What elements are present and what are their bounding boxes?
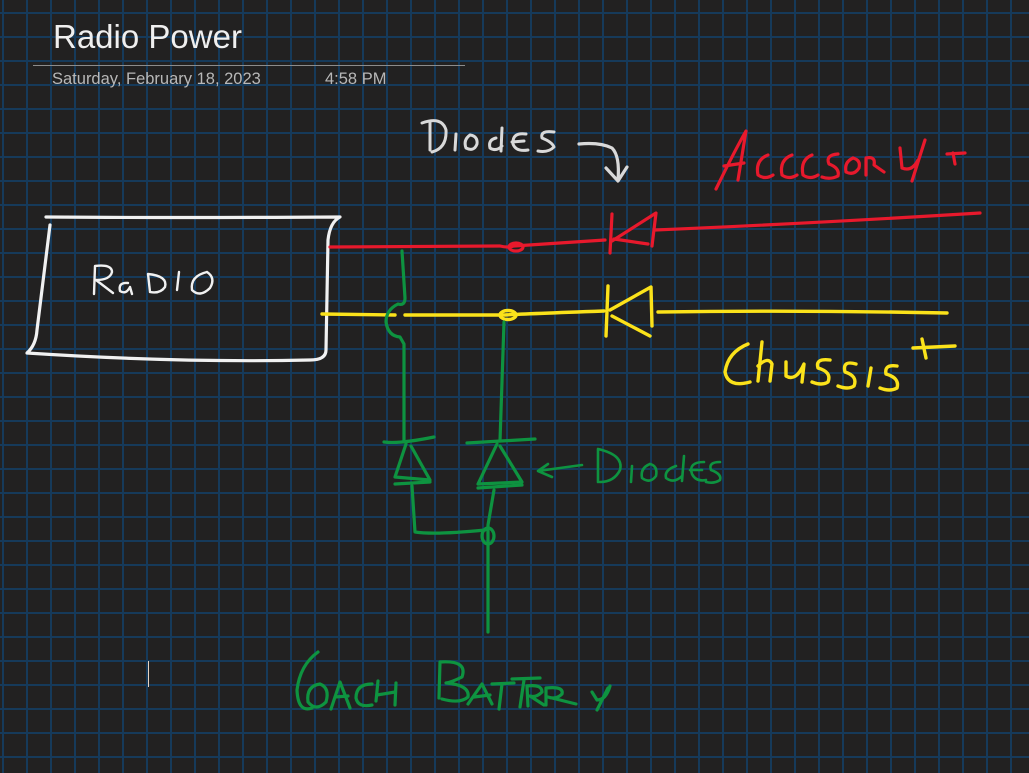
diodes-label-top: Diodes [420, 119, 629, 183]
accessory-diode[interactable] [608, 211, 658, 255]
battery-wire-left[interactable] [384, 249, 407, 443]
radio-label-ink [92, 264, 214, 296]
battery-diode-left[interactable] [382, 435, 436, 486]
accessory-label: Accessory + [714, 129, 967, 191]
battery-diode-right[interactable] [465, 437, 537, 490]
chassis-label: Chassis + [723, 337, 957, 392]
diodes-label-bottom: Diodes [536, 447, 722, 484]
battery-wire-right[interactable] [498, 320, 506, 443]
radio-box[interactable]: Radio [25, 215, 342, 363]
coach-battery-label: Coach Battery [295, 650, 612, 712]
text-cursor [148, 661, 149, 687]
chassis-diode[interactable] [604, 284, 654, 338]
chassis-wire[interactable] [320, 308, 949, 322]
title-divider [33, 65, 465, 66]
accessory-wire[interactable] [328, 211, 982, 253]
battery-junction[interactable] [410, 484, 496, 634]
page-date: Saturday, February 18, 2023 [52, 70, 261, 88]
page-title[interactable]: Radio Power [53, 18, 242, 55]
page-time: 4:58 PM [325, 70, 387, 88]
